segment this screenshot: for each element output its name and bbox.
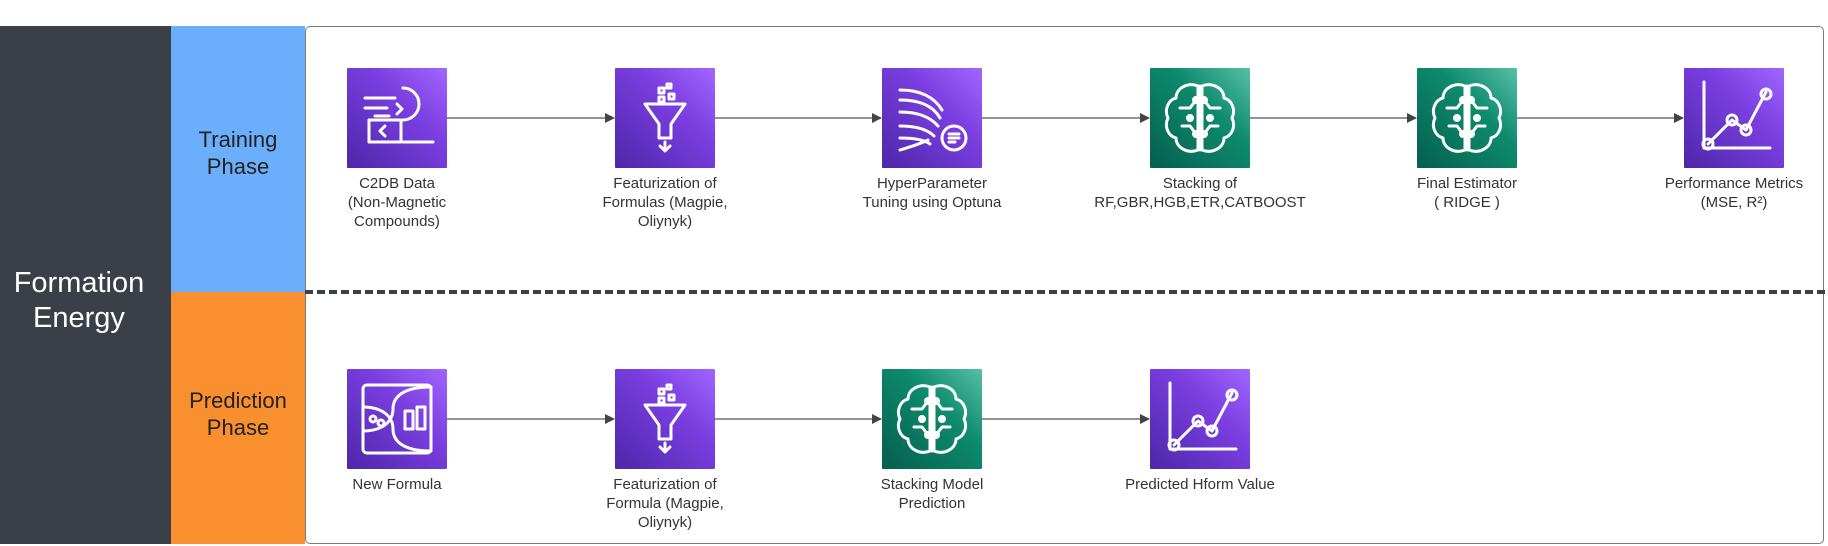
prediction-step-4-box — [1150, 369, 1250, 469]
training-step-4-box — [1150, 68, 1250, 168]
brain-icon — [1164, 83, 1236, 153]
brain-icon — [1431, 83, 1503, 153]
formation-energy-sidebar: Formation Energy — [0, 26, 171, 544]
pipeline-panel — [305, 26, 1824, 544]
funnel-icon — [643, 82, 687, 153]
line-chart-icon — [1167, 381, 1239, 452]
funnel-icon — [643, 383, 687, 454]
brain-icon — [896, 384, 968, 454]
prediction-step-2-box — [615, 369, 715, 469]
training-phase-band: Training Phase — [171, 26, 305, 292]
formula-input-icon — [361, 383, 433, 455]
tuning-streams-icon — [898, 88, 968, 152]
phase-divider — [305, 290, 1825, 294]
prediction-phase-label: Prediction Phase — [189, 388, 287, 440]
prediction-step-2-label: Featurization of Formula (Magpie, Oliyny… — [606, 476, 724, 531]
training-step-2-box — [615, 68, 715, 168]
training-step-1-label: C2DB Data (Non-Magnetic Compounds) — [347, 175, 447, 230]
prediction-step-3-box — [882, 369, 982, 469]
diagram-title: Formation Energy — [13, 267, 145, 334]
prediction-step-4-label: Predicted Hform Value — [1125, 476, 1275, 493]
training-step-6-label: Performance Metrics (MSE, R²) — [1664, 175, 1804, 211]
training-step-6-box — [1684, 68, 1784, 168]
prediction-step-1-box — [347, 369, 447, 469]
training-step-3-box — [882, 68, 982, 168]
training-step-5-label: Final Estimator ( RIDGE ) — [1416, 175, 1518, 211]
training-phase-label: Training Phase — [198, 127, 278, 179]
training-step-4-label: Stacking of RF,GBR,HGB,ETR,CATBOOST — [1094, 175, 1306, 211]
training-step-5-box — [1417, 68, 1517, 168]
training-step-1-box — [347, 68, 447, 168]
training-step-3-label: HyperParameter Tuning using Optuna — [862, 175, 1002, 211]
prediction-step-3-label: Stacking Model Prediction — [880, 476, 984, 512]
training-step-2-label: Featurization of Formulas (Magpie, Oliyn… — [602, 175, 728, 230]
prediction-phase-band: Prediction Phase — [171, 292, 305, 544]
prediction-step-1-label: New Formula — [352, 476, 442, 493]
line-chart-icon — [1701, 80, 1773, 151]
data-transfer-icon — [363, 86, 435, 144]
